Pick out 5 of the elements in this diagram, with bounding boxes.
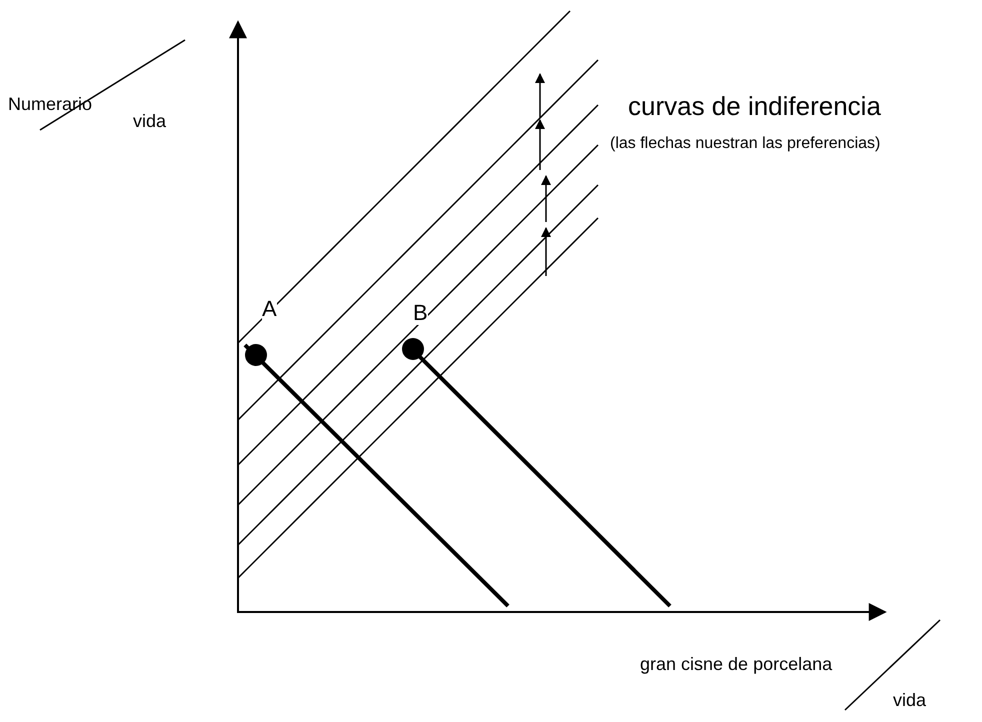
curve-label: curvas de indiferencia	[628, 92, 881, 122]
axis-label: vida	[893, 690, 926, 711]
note-text: (las flechas nuestran las preferencias)	[610, 134, 882, 154]
axis-label: vida	[133, 111, 166, 132]
axis-label: gran cisne de porcelana	[640, 654, 832, 675]
